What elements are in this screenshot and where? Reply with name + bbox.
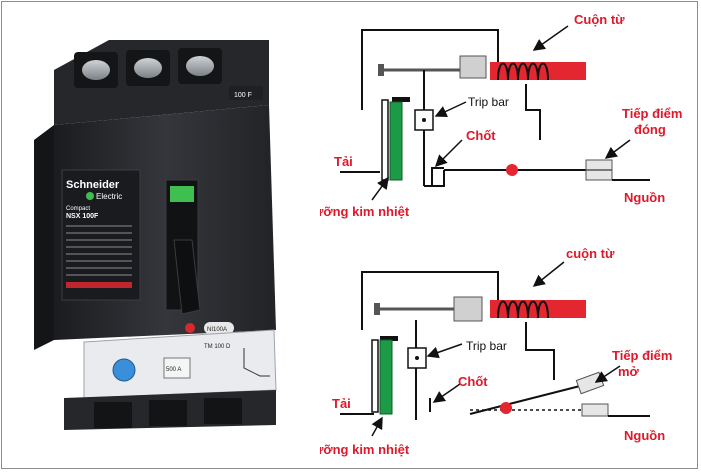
- coil-winding-2: [497, 300, 549, 319]
- contact-fixed: [581, 403, 609, 417]
- svg-text:NI100A: NI100A: [207, 327, 227, 333]
- brand-sub: Electric: [96, 192, 122, 201]
- handle-tag: [204, 322, 234, 334]
- source-label-2: Nguồn: [624, 428, 665, 443]
- plunger-2: [453, 296, 483, 322]
- contact-label-2-line2: mở: [618, 364, 640, 379]
- pivot-point-2: [500, 402, 512, 414]
- contact-moving: [575, 371, 605, 395]
- bimetal-strip: [389, 101, 403, 181]
- source-label: Nguồn: [624, 190, 665, 205]
- latch: [431, 167, 444, 186]
- adjust-dial-icon: [112, 358, 136, 382]
- upper-wire: [361, 29, 499, 110]
- plunger: [459, 55, 487, 79]
- rating-badge: 100 F: [234, 92, 252, 99]
- latch-label: Chốt: [466, 128, 496, 143]
- brand-logo: Schneider: [66, 179, 120, 191]
- bimetal-cap: [392, 97, 410, 102]
- model-label: NSX 100F: [66, 213, 99, 220]
- upper-wire-2: [361, 271, 499, 330]
- trip-mechanism-diagram: Cuộn từ Trip bar Chốt Tiếp điểm đóng Tải…: [320, 12, 682, 457]
- pivot-point: [506, 164, 518, 176]
- series-label: Compact: [66, 206, 90, 212]
- coil-return-wire: [525, 84, 541, 140]
- contact-label-line1: Tiếp điểm: [622, 106, 682, 121]
- contact-label-2-line1: Tiếp điểm: [612, 348, 672, 363]
- push-to-trip-button: [185, 323, 195, 333]
- terminal-screws: [74, 48, 222, 88]
- trip-unit-rating: 500 A: [166, 367, 181, 373]
- spec-lines: [66, 225, 132, 276]
- trip-bar-label-2: Trip bar: [466, 339, 507, 353]
- load-label: Tải: [334, 154, 353, 169]
- bimetal-label-2: Lưỡng kim nhiệt: [320, 442, 410, 457]
- circuit-breaker-photo: 100 F Schneider Electric Compact NSX 100…: [34, 40, 277, 430]
- spec-red-strip: [66, 282, 132, 288]
- toggle-handle: [173, 239, 201, 315]
- bimetal-label: Lưỡng kim nhiệt: [320, 204, 410, 219]
- contact-arm-open: [469, 385, 581, 415]
- open-state-diagram: cuộn từ Trip bar Chốt Tiếp điểm mở Tải L…: [320, 246, 672, 457]
- bimetal-strip-2: [379, 339, 393, 415]
- coil-label: Cuộn từ: [574, 12, 625, 27]
- status-indicator: [170, 186, 194, 202]
- load-label-2: Tải: [332, 396, 351, 411]
- brand-leaf-icon: [86, 192, 94, 200]
- closed-state-diagram: Cuộn từ Trip bar Chốt Tiếp điểm đóng Tải…: [320, 12, 682, 219]
- trip-curve-icon: [243, 348, 270, 377]
- trip-bar-label: Trip bar: [468, 95, 509, 109]
- contact-label-line2: đóng: [634, 122, 666, 137]
- trip-unit-label: TM 100 D: [204, 344, 231, 350]
- coil-label-2: cuộn từ: [566, 246, 615, 261]
- latch-label-2: Chốt: [458, 374, 488, 389]
- coil-winding: [497, 62, 549, 81]
